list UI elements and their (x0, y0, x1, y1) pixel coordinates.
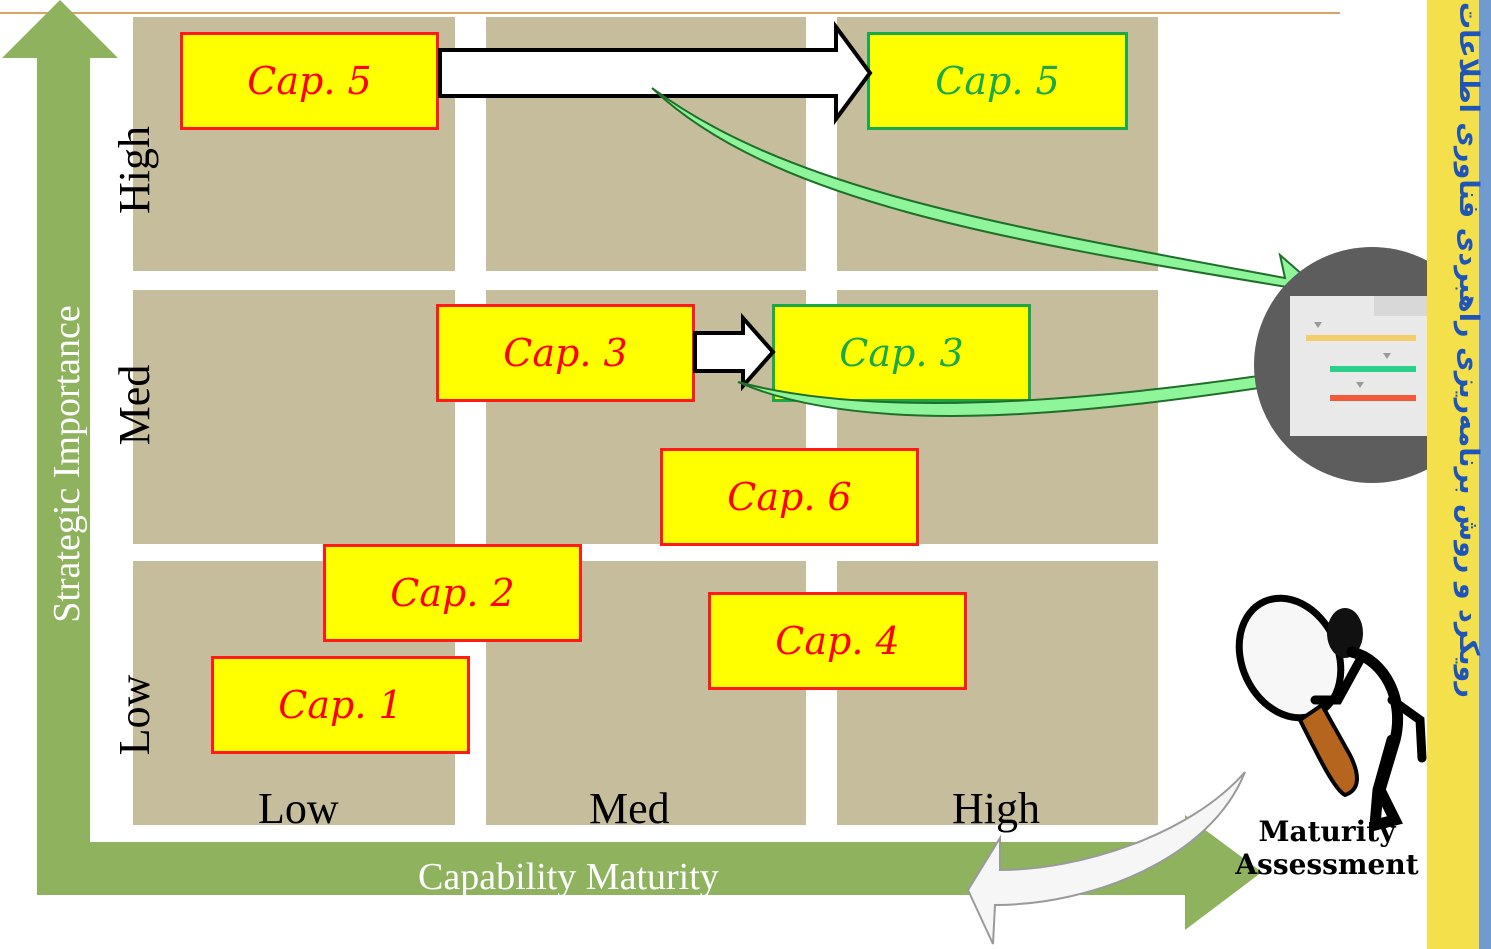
sidebar-title: رویکرد و روش برنامه‌ریزی راهبردی فناوری … (1453, 2, 1484, 698)
cap-5-current: Cap. 5 (180, 32, 439, 130)
curved-arrow-cap-5 (651, 87, 1323, 302)
x-axis-label: Capability Maturity (418, 856, 719, 898)
sidebar-band (1427, 0, 1479, 949)
curved-arrow-cap-3 (737, 347, 1320, 417)
cap-3-current: Cap. 3 (436, 304, 695, 402)
sidebar-blue-edge (1479, 0, 1491, 949)
cap-3-transition-arrow (693, 312, 776, 392)
magnifier-figure-icon (1235, 594, 1427, 833)
curved-white-arrow (966, 771, 1246, 945)
cap-5-transition-arrow (438, 20, 873, 126)
cap-2: Cap. 2 (323, 544, 582, 642)
grid-cell-med-low (133, 290, 455, 544)
top-rule (0, 0, 1340, 14)
vertical-axis-arrow (2, 0, 118, 895)
cap-1: Cap. 1 (211, 656, 470, 754)
column-label-med: Med (589, 784, 670, 833)
maturity-assessment-label: Maturity Assessment (1235, 815, 1419, 881)
cap-6: Cap. 6 (660, 448, 919, 546)
column-label-low: Low (258, 784, 339, 833)
horizontal-axis-arrow (37, 815, 1262, 930)
column-label-high: High (952, 784, 1040, 833)
cap-4: Cap. 4 (708, 592, 967, 690)
cap-5-target: Cap. 5 (867, 32, 1128, 130)
